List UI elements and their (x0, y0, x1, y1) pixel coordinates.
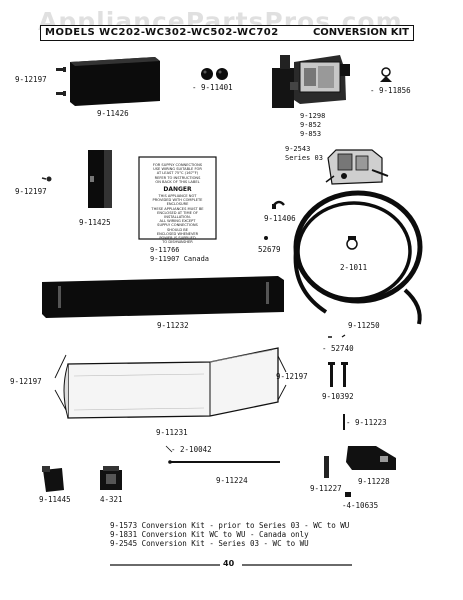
part-number-label: 9-11224 (216, 476, 248, 485)
part-number-text: 9-11223 (355, 418, 387, 427)
wire-9-11224 (165, 445, 280, 464)
part-number-label: - 9-11856 (370, 86, 411, 95)
part-number-label: - 52740 (322, 344, 354, 353)
part-number-label: 2-1011 (340, 263, 368, 272)
part-number-label: - 9-11401 (192, 83, 233, 92)
part-number-label: 9-11250 (348, 321, 380, 330)
part-number-label: 9-10392 (322, 392, 354, 401)
cap-4-321 (100, 466, 122, 490)
part-number-label: 9-12197 (15, 75, 47, 84)
fastener-icon (345, 492, 351, 497)
part-number-text: 9-11401 (201, 83, 233, 92)
screw-icon (56, 67, 66, 96)
screw-icon (328, 362, 348, 387)
part-number-label: 9-11425 (79, 218, 111, 227)
danger-label-heading: DANGER (163, 186, 192, 193)
fastener-icon (264, 236, 268, 240)
part-number-text: 4-10635 (346, 501, 379, 510)
valve-9-2543 (325, 149, 389, 185)
connector-9-11445 (42, 466, 64, 492)
screw-icon (41, 176, 52, 182)
part-number-label: 9-11406 (264, 214, 296, 223)
kick-plate-9-11232 (42, 276, 284, 318)
panel-9-11426 (70, 57, 160, 106)
part-number-label: 9-12197 (276, 372, 308, 381)
part-number-label: 4-321 (100, 495, 123, 504)
part-number-label: 9-11231 (156, 428, 188, 437)
part-number-text: 9-11856 (379, 86, 411, 95)
page-number: 40 (223, 559, 235, 568)
part-number-label: 9-2543 Series 03 (285, 145, 323, 162)
danger-label-frame (138, 156, 217, 240)
part-number-label: - 2-10042 (171, 445, 212, 454)
part-number-label: 9-11227 (310, 484, 342, 493)
part-number-label: 9-12197 (10, 377, 42, 386)
side-panel-9-11231 (63, 347, 279, 419)
part-number-label: -4-10635 (342, 501, 379, 510)
part-number-label: 9-11228 (358, 477, 390, 486)
models-title: MODELS WC202-WC302-WC502-WC702 (45, 27, 279, 38)
clip-icon (380, 67, 392, 82)
part-number-text: 2-10042 (180, 445, 212, 454)
pin-icon (324, 456, 329, 478)
bracket-9-11425 (88, 150, 112, 208)
hinge-9-11228 (346, 446, 396, 470)
part-number-label: 9-1298 9-852 9-853 (300, 112, 326, 138)
rod-icon (343, 414, 345, 430)
part-number-text: 52740 (331, 344, 354, 353)
coiled-hose-9-11250 (293, 190, 423, 325)
kit-title: CONVERSION KIT (312, 27, 409, 38)
page-header: MODELS WC202-WC302-WC502-WC702 CONVERSIO… (40, 25, 414, 41)
part-number-label: 9-12197 (15, 187, 47, 196)
part-number-label: 9-11232 (157, 321, 189, 330)
hose-clamp-icon (346, 236, 358, 250)
part-number-label: 9-11426 (97, 109, 129, 118)
callout-arrows (54, 354, 287, 411)
danger-label-body: THIS APPLIANCE NOT PROVIDED WITH COMPLET… (151, 194, 204, 245)
conversion-kit-list: 9-1573 Conversion Kit - prior to Series … (110, 521, 350, 548)
part-number-label: - 9-11223 (346, 418, 387, 427)
part-number-label: 9-11766 9-11907 Canada (150, 246, 210, 263)
fastener-icon (328, 334, 346, 338)
plug-icon (201, 68, 228, 80)
part-number-label: 52679 (258, 245, 281, 254)
valve-assembly-9-1298 (272, 55, 350, 108)
clamp-icon (272, 200, 285, 209)
part-number-label: 9-11445 (39, 495, 71, 504)
danger-label-top: FOR SUPPLY CONNECTIONS USE WIRING SUITAB… (152, 163, 203, 184)
